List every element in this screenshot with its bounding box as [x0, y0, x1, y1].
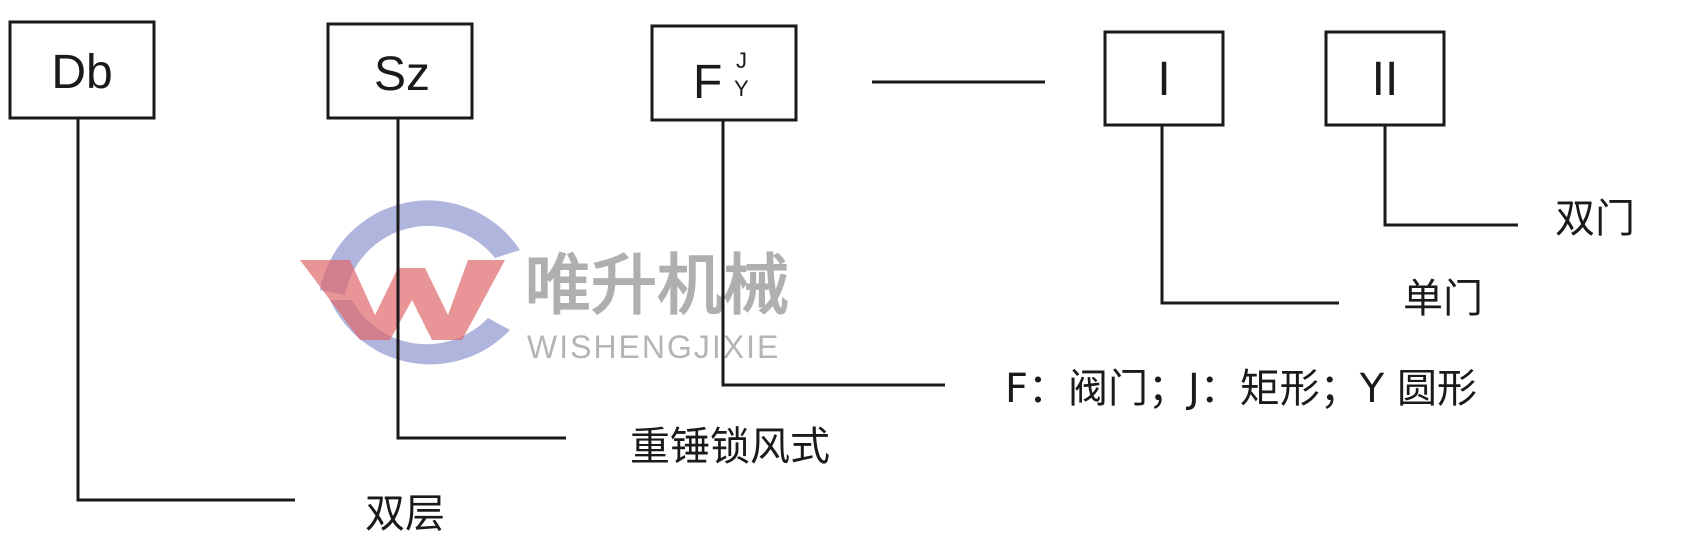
code-double: II: [1372, 53, 1399, 106]
watermark-brand: 唯升机械: [525, 247, 789, 324]
code-box-f: [650, 24, 798, 122]
label-double-layer: 双层: [365, 491, 445, 537]
code-box-db: [8, 20, 156, 120]
label-heavy-hammer-lock: 重锤锁风式: [630, 424, 830, 470]
ws-logo-icon: [300, 200, 520, 365]
code-single: I: [1157, 53, 1170, 106]
label-double-door: 双门: [1555, 196, 1635, 242]
code-box-double: [1324, 30, 1446, 127]
code-f-sup-j: J: [736, 48, 747, 73]
code-sz: Sz: [374, 48, 430, 101]
watermark-brand-en: WISHENGJIXIE: [527, 329, 780, 365]
code-f-sub-y: Y: [734, 76, 749, 101]
leader-line-double: [1383, 125, 1518, 227]
code-box-sz: [326, 22, 474, 120]
label-valve-shape: F：阀门；J：矩形；Y 圆形: [1005, 366, 1477, 412]
code-f: F: [693, 56, 722, 109]
code-box-single: [1103, 30, 1225, 127]
leader-line-db: [76, 118, 295, 502]
label-single-door: 单门: [1403, 276, 1483, 322]
leader-line-single: [1160, 125, 1339, 305]
code-db: Db: [51, 46, 112, 99]
leader-line-sz: [396, 118, 566, 440]
watermark: 唯升机械 WISHENGJIXIE: [300, 200, 789, 365]
leader-line-f: [721, 120, 945, 387]
